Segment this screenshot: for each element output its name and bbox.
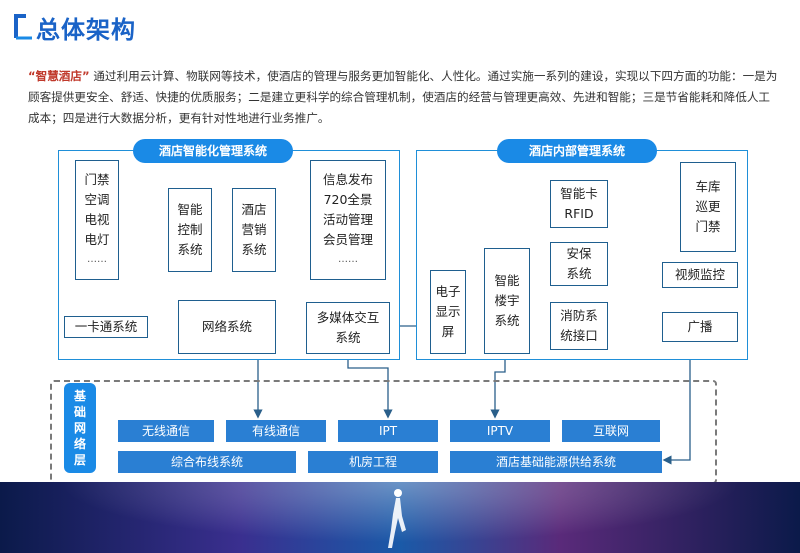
display-line1: 电子 [435,284,461,299]
fire-line1: 消防系 [560,308,598,323]
device-tv: 电视 [84,212,110,227]
fire-system-interface-box: 消防系 统接口 [550,302,608,350]
hotel-marketing-system-box: 酒店 营销 系统 [232,188,276,272]
info-more: …… [338,254,358,265]
multimedia-line1: 多媒体交互 [316,310,380,325]
info-line1: 信息发布 [322,172,373,187]
building-line2: 楼宇 [494,293,520,308]
security-line2: 系统 [566,266,592,281]
display-line3: 屏 [441,324,455,339]
hotel-internal-management-title: 酒店内部管理系统 [497,139,657,163]
marketing-line2: 营销 [241,222,267,237]
energy-supply-bar: 酒店基础能源供给系统 [450,451,662,473]
info-line2: 720全景 [323,192,373,207]
smart-control-line2: 控制 [177,222,203,237]
garage-line3: 门禁 [695,219,721,234]
device-lighting: 电灯 [84,232,110,247]
device-air-conditioning: 空调 [84,192,110,207]
integrated-cabling-bar: 综合布线系统 [118,451,296,473]
garage-line2: 巡更 [695,199,721,214]
iptv-bar: IPTV [450,420,550,442]
info-line4: 会员管理 [322,232,373,247]
smart-control-system-box: 智能 控制 系统 [168,188,212,272]
smart-control-line3: 系统 [177,242,203,257]
broadcast-box: 广播 [662,312,738,342]
garage-line1: 车库 [695,179,721,194]
wireless-comm-bar: 无线通信 [118,420,214,442]
smartcard-line2: RFID [564,206,594,221]
ipt-bar: IPT [338,420,438,442]
foundation-label-char2: 础 [73,405,86,419]
smart-card-rfid-box: 智能卡 RFID [550,180,608,228]
hotel-smart-management-title: 酒店智能化管理系统 [133,139,293,163]
building-line1: 智能 [494,273,520,288]
display-line2: 显示 [435,304,461,319]
marketing-line1: 酒店 [241,202,267,217]
machine-room-bar: 机房工程 [308,451,438,473]
smart-control-line1: 智能 [177,202,203,217]
security-system-box: 安保 系统 [550,242,608,286]
foundation-label-char4: 络 [73,437,86,451]
foundation-layer-label: 基 础 网 络 层 [64,383,96,473]
foundation-label-char3: 网 [73,421,86,435]
multimedia-interaction-box: 多媒体交互 系统 [306,302,390,354]
title-bracket-icon [14,14,32,40]
network-system-box: 网络系统 [178,300,276,354]
security-line1: 安保 [566,246,592,261]
intro-paragraph: “智慧酒店” 通过利用云计算、物联网等技术，使酒店的管理与服务更加智能化、人性化… [28,66,780,129]
device-more: …… [87,254,107,265]
smart-building-box: 智能 楼宇 系统 [484,248,530,354]
info-publish-box: 信息发布 720全景 活动管理 会员管理 …… [310,160,386,280]
one-card-system-box: 一卡通系统 [64,316,148,338]
foundation-label-char5: 层 [73,453,86,467]
marketing-line3: 系统 [241,242,267,257]
internet-bar: 互联网 [562,420,660,442]
devices-box: 门禁 空调 电视 电灯 …… [75,160,119,280]
fire-line2: 统接口 [560,328,598,343]
electronic-display-box: 电子 显示 屏 [430,270,466,354]
garage-patrol-access-box: 车库 巡更 门禁 [680,162,736,252]
building-line3: 系统 [494,313,520,328]
foundation-label-char1: 基 [73,389,86,403]
wired-comm-bar: 有线通信 [226,420,326,442]
runner-silhouette-icon [388,489,406,548]
device-access-control: 门禁 [84,172,110,187]
smartcard-line1: 智能卡 [560,186,598,201]
page-title: 总体架构 [36,16,136,44]
intro-keyword: “智慧酒店” [28,69,90,83]
multimedia-line2: 系统 [335,330,361,345]
intro-text: 通过利用云计算、物联网等技术，使酒店的管理与服务更加智能化、人性化。通过实施一系… [28,69,778,125]
video-surveillance-box: 视频监控 [662,262,738,288]
info-line3: 活动管理 [322,212,373,227]
